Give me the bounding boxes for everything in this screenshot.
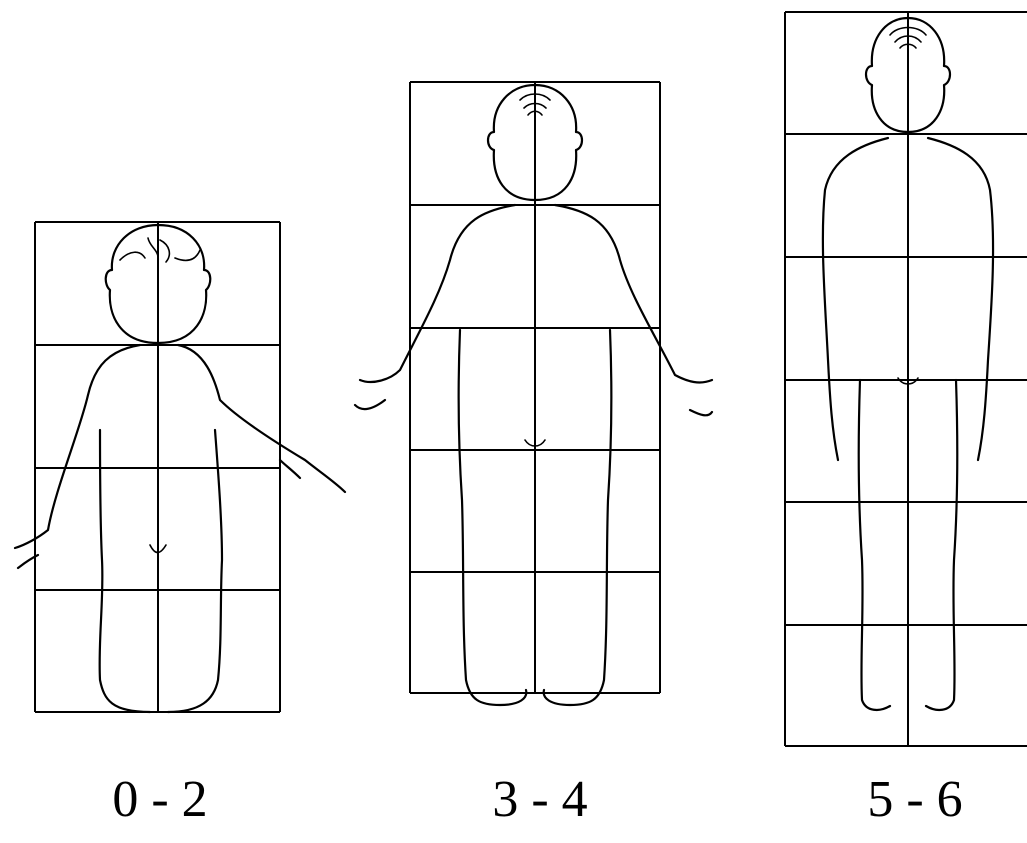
figure-5-6 [785,12,1027,746]
age-label-0-2: 0 - 2 [50,770,270,830]
figure-3-4 [355,82,712,705]
child-outline-3-4 [355,85,712,705]
age-label-5-6: 5 - 6 [805,770,1025,830]
grid-5-6 [785,12,1027,746]
figure-0-2 [15,222,345,712]
age-label-3-4: 3 - 4 [430,770,650,830]
